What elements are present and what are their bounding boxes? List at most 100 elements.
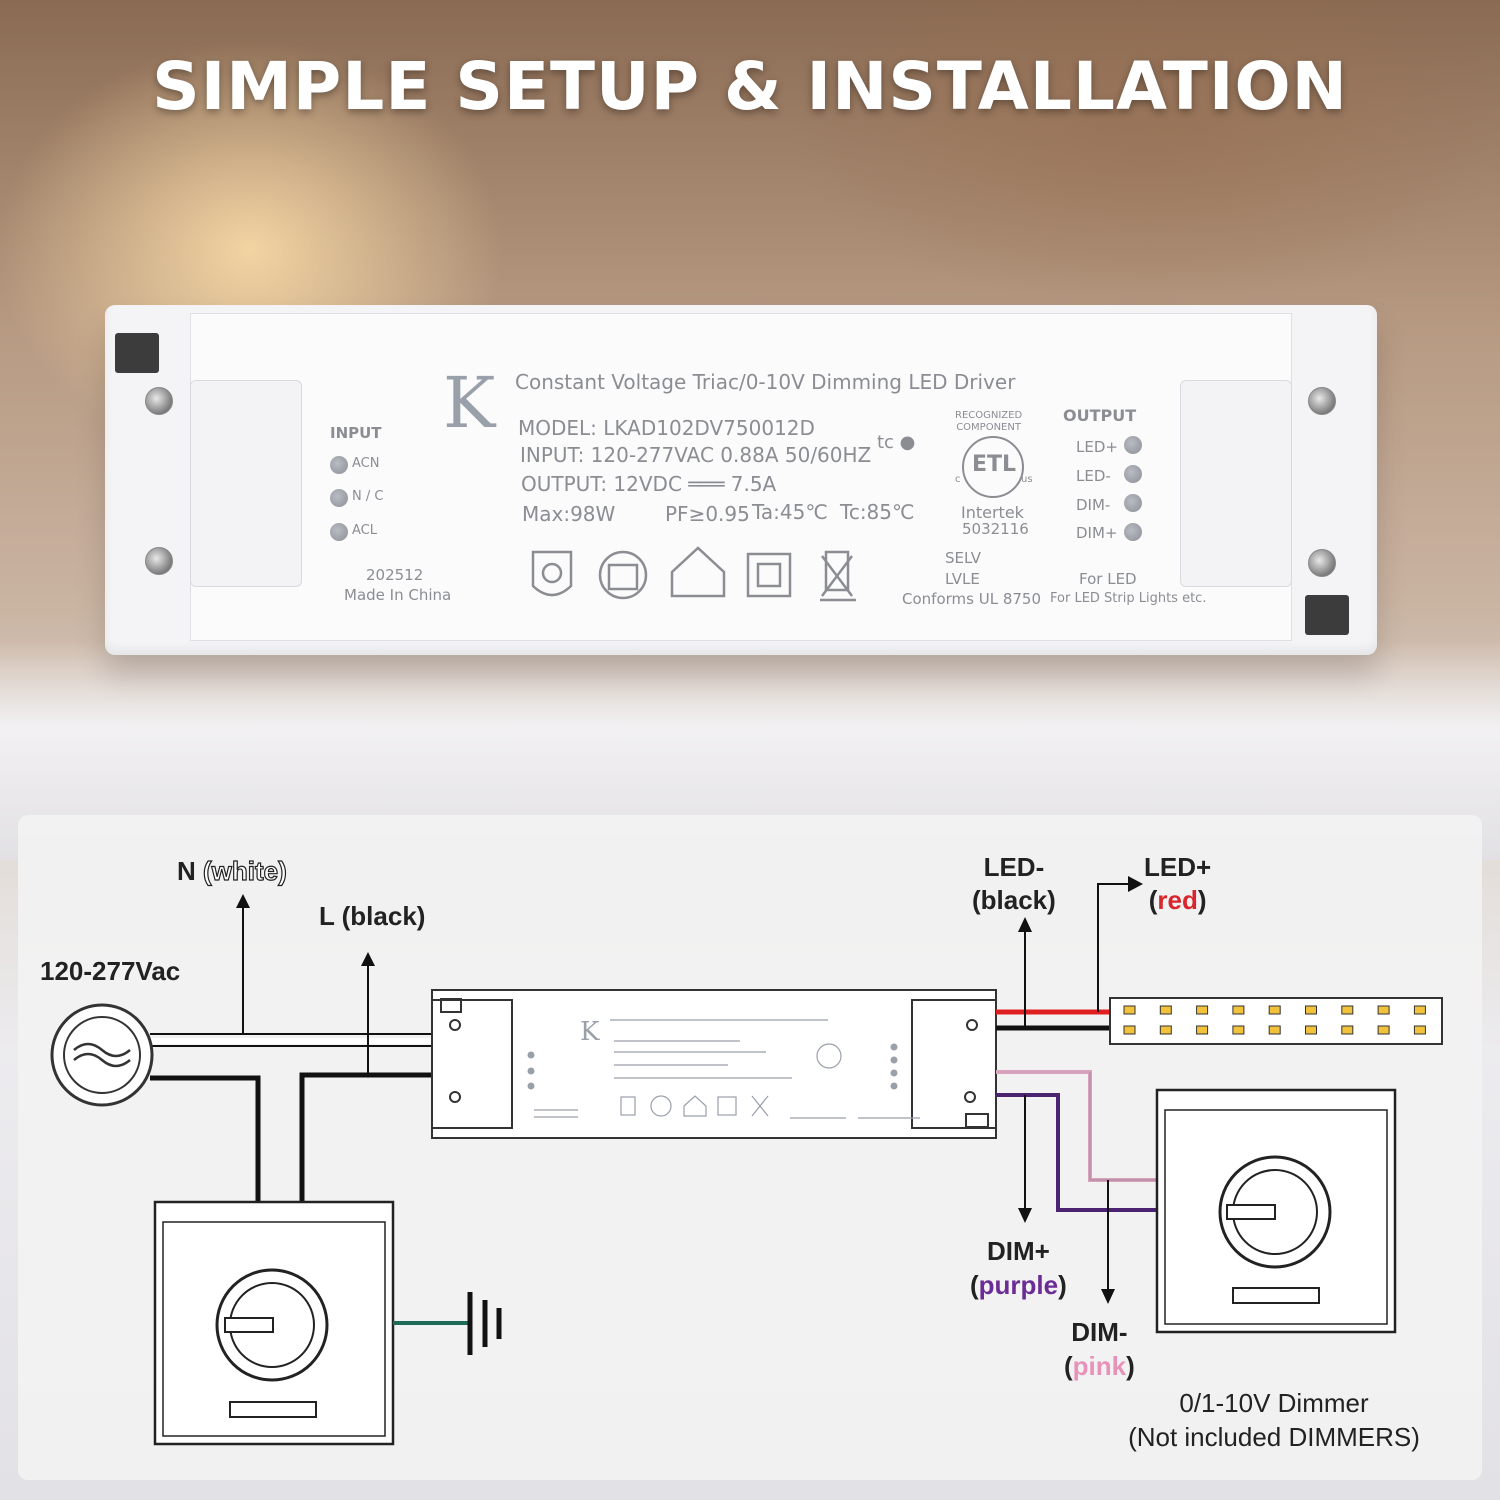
recognized-component: RECOGNIZED COMPONENT <box>955 410 1023 433</box>
dim-plus-close: ) <box>1058 1270 1067 1300</box>
dim-minus-close: ) <box>1126 1351 1135 1381</box>
led-chip <box>1159 1025 1172 1035</box>
driver-tc: Tc:85℃ <box>840 500 915 524</box>
supply-voltage-label: 120-277Vac <box>40 956 181 986</box>
led-strip-icon <box>1109 997 1443 1045</box>
screw-icon <box>145 547 173 575</box>
led-chip <box>1268 1025 1281 1035</box>
dim-dimmer-box <box>1155 1088 1397 1334</box>
driver-model: MODEL: LKAD102DV750012D <box>518 416 815 440</box>
led-chip <box>1305 1025 1317 1035</box>
etl-c-mark: c <box>955 474 961 485</box>
conforms-label: Conforms UL 8750 <box>902 590 1041 608</box>
led-chip <box>1123 1005 1136 1015</box>
output-pin-led-minus: LED- <box>1076 467 1111 485</box>
led-plus-color: red <box>1157 885 1198 915</box>
dimmer-note-line2: (Not included DIMMERS) <box>1128 1422 1420 1452</box>
selv-label: SELV <box>945 549 981 567</box>
led-chip <box>1232 1025 1245 1035</box>
l-wire-label: L (black) <box>319 901 426 931</box>
etl-text: ETL <box>972 452 1017 477</box>
tc-mark: tc ● <box>877 432 916 453</box>
led-chip <box>1268 1005 1281 1015</box>
output-pin-dot <box>1124 465 1142 483</box>
screw-icon <box>145 387 173 415</box>
left-mount-tab <box>190 380 302 587</box>
led-minus-text: LED- <box>983 852 1045 882</box>
ac-source-icon <box>50 1003 154 1107</box>
etl-us-mark: us <box>1021 474 1033 485</box>
output-pin-led-plus: LED+ <box>1076 438 1118 456</box>
input-heading: INPUT <box>330 424 382 442</box>
made-in: Made In China <box>344 586 452 604</box>
dim-minus-color: pink <box>1072 1351 1127 1381</box>
led-plus-label: LED+ (red) <box>1144 851 1211 917</box>
driver-pf: PF≥0.95 <box>665 502 750 526</box>
for-led-label: For LED <box>1079 570 1137 588</box>
screw-icon <box>1308 387 1336 415</box>
output-pin-dot <box>1124 494 1142 512</box>
n-wire-label: N (white) <box>177 855 287 887</box>
output-heading: OUTPUT <box>1063 406 1137 425</box>
led-chip <box>1196 1025 1209 1035</box>
right-mount-tab <box>1180 380 1292 587</box>
for-led-strip-label: For LED Strip Lights etc. <box>1050 591 1207 606</box>
led-minus-color: (black) <box>972 885 1056 915</box>
dim-plus-open: ( <box>970 1270 979 1300</box>
led-chip <box>1196 1005 1209 1015</box>
led-chip <box>1341 1005 1354 1015</box>
driver-label-face <box>190 313 1292 641</box>
led-plus-open: ( <box>1148 885 1158 915</box>
date-code: 202512 <box>366 566 424 584</box>
dimmer-note: 0/1-10V Dimmer (Not included DIMMERS) <box>1112 1386 1436 1454</box>
dim-minus-text: DIM- <box>1071 1317 1128 1347</box>
dim-plus-text: DIM+ <box>986 1236 1050 1266</box>
screw-icon <box>1308 549 1336 577</box>
headline: SIMPLE SETUP & INSTALLATION <box>152 48 1348 125</box>
led-chip <box>1413 1025 1426 1035</box>
led-chip <box>1123 1025 1136 1035</box>
driver-ta: Ta:45℃ <box>752 500 828 524</box>
etl-logo-icon: ETL <box>962 436 1024 498</box>
output-pin-dim-minus: DIM- <box>1076 496 1111 514</box>
led-chip <box>1341 1025 1354 1035</box>
input-pin-dot <box>330 489 348 507</box>
input-pin-dot <box>330 523 348 541</box>
output-pin-dot <box>1124 436 1142 454</box>
svg-text:K: K <box>580 1017 600 1047</box>
line-dimmer-box <box>153 1200 395 1446</box>
led-chip <box>1232 1005 1245 1015</box>
right-mount-slot <box>1305 595 1349 635</box>
n-wire-text: N <box>177 856 203 886</box>
ground-icon <box>393 1292 502 1355</box>
led-chip <box>1377 1005 1390 1015</box>
input-pin-dot <box>330 456 348 474</box>
led-driver-diagram-icon: K <box>431 989 997 1139</box>
output-pin-dot <box>1124 523 1142 541</box>
driver-input-spec: INPUT: 120-277VAC 0.88A 50/60HZ <box>520 443 872 467</box>
dimmer-note-line1: 0/1-10V Dimmer <box>1179 1388 1369 1418</box>
output-pin-dim-plus: DIM+ <box>1076 524 1118 542</box>
dim-minus-label: DIM- (pink) <box>1064 1315 1135 1383</box>
led-chip <box>1377 1025 1390 1035</box>
intertek-number: 5032116 <box>962 520 1029 538</box>
intertek-label: Intertek <box>961 503 1024 522</box>
input-pin-nc: N / C <box>352 489 384 504</box>
led-driver-photo <box>105 305 1377 655</box>
led-minus-label: LED- (black) <box>972 851 1056 917</box>
input-pin-acl: ACL <box>352 523 377 538</box>
ac-supply-wires <box>150 894 432 1202</box>
led-plus-text: LED+ <box>1144 852 1212 882</box>
dim-plus-label: DIM+ (purple) <box>970 1234 1067 1302</box>
dim-plus-color: purple <box>978 1270 1059 1300</box>
input-pin-acn: ACN <box>352 456 380 471</box>
led-plus-close: ) <box>1197 885 1207 915</box>
led-chip <box>1413 1005 1426 1015</box>
dim-minus-open: ( <box>1064 1351 1073 1381</box>
left-mount-slot <box>115 333 159 373</box>
brand-logo: K <box>443 362 496 444</box>
led-chip <box>1305 1005 1317 1015</box>
lvle-label: LVLE <box>945 570 980 588</box>
driver-title: Constant Voltage Triac/0-10V Dimming LED… <box>515 370 1016 394</box>
